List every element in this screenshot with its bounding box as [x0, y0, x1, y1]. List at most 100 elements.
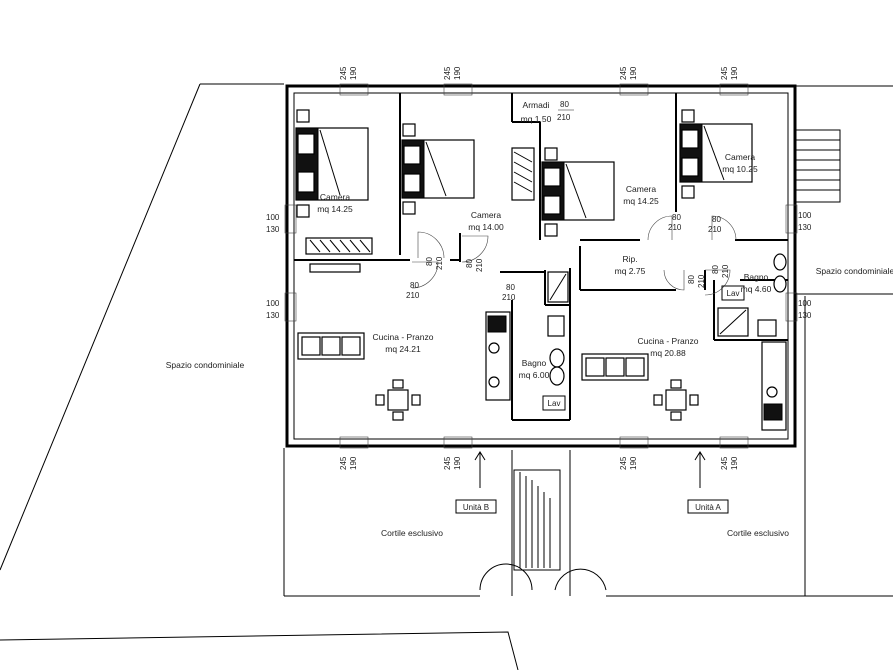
room-name-rip: Rip. — [622, 254, 637, 264]
dim-door-5: 80 210 — [668, 213, 682, 232]
room-name-camera-1: Camera — [320, 192, 351, 202]
svg-text:210: 210 — [697, 274, 706, 288]
lav-box-b — [542, 395, 566, 411]
svg-text:245: 245 — [720, 66, 729, 80]
site-boundary — [0, 83, 893, 670]
room-name-armadi: Armadi — [523, 100, 550, 110]
svg-text:245: 245 — [443, 66, 452, 80]
dim-door-1: 80 210 — [425, 256, 444, 270]
svg-text:245: 245 — [443, 456, 452, 470]
svg-text:130: 130 — [266, 225, 280, 234]
unit-a-box — [687, 499, 729, 514]
dim-left-2: 100 130 — [266, 299, 280, 320]
dim-left-1: 100 130 — [266, 213, 280, 234]
exterior-walls — [285, 84, 797, 448]
label-lav-b: Lav — [548, 399, 561, 408]
entry-arrows — [474, 451, 706, 488]
svg-text:245: 245 — [619, 456, 628, 470]
dim-bottom-2: 245 190 — [443, 456, 462, 470]
dim-door-7: 80 210 — [687, 274, 706, 288]
dim-door-6: 80 210 — [708, 215, 722, 234]
stairs — [479, 450, 607, 596]
label-cortile-b: Cortile esclusivo — [381, 528, 443, 538]
room-name-camera-3: Camera — [626, 184, 657, 194]
dim-door-armadi: 80 210 — [557, 100, 574, 122]
svg-text:190: 190 — [349, 66, 358, 80]
svg-text:190: 190 — [629, 66, 638, 80]
svg-text:80: 80 — [425, 257, 434, 266]
room-name-bagno-b: Bagno — [522, 358, 547, 368]
svg-text:80: 80 — [560, 100, 569, 109]
svg-text:190: 190 — [730, 66, 739, 80]
dim-right-2: 100 130 — [798, 299, 812, 320]
room-area-bagno-b: mq 6.00 — [519, 370, 550, 380]
dim-bottom-3: 245 190 — [619, 456, 638, 470]
svg-text:100: 100 — [266, 213, 280, 222]
room-area-camera-2: mq 14.00 — [468, 222, 504, 232]
svg-text:190: 190 — [349, 456, 358, 470]
bed-2 — [401, 123, 475, 215]
unit-b-box — [455, 499, 497, 514]
svg-text:210: 210 — [721, 264, 730, 278]
bed-4 — [679, 109, 753, 199]
room-area-camera-4: mq 10.25 — [722, 164, 758, 174]
room-area-camera-3: mq 14.25 — [623, 196, 659, 206]
svg-text:100: 100 — [798, 211, 812, 220]
svg-text:100: 100 — [266, 299, 280, 308]
label-lav-a: Lav — [727, 289, 740, 298]
svg-text:190: 190 — [453, 66, 462, 80]
lav-box-a — [721, 285, 745, 301]
dining-table-right — [653, 379, 699, 421]
svg-text:80: 80 — [687, 275, 696, 284]
svg-text:245: 245 — [619, 66, 628, 80]
terrace-steps — [795, 129, 841, 203]
svg-text:210: 210 — [406, 291, 420, 300]
wardrobe-left — [305, 237, 373, 273]
kitchen-left — [485, 311, 511, 401]
svg-text:190: 190 — [629, 456, 638, 470]
room-area-cucina-b: mq 24.21 — [385, 344, 421, 354]
svg-text:245: 245 — [339, 66, 348, 80]
svg-text:190: 190 — [730, 456, 739, 470]
dim-door-4: 80 210 — [502, 283, 516, 302]
dim-top-2: 245 190 — [443, 66, 462, 80]
svg-text:210: 210 — [708, 225, 722, 234]
svg-text:210: 210 — [668, 223, 682, 232]
room-area-rip: mq 2.75 — [615, 266, 646, 276]
bed-1 — [295, 109, 369, 218]
room-name-cucina-a: Cucina - Pranzo — [638, 336, 699, 346]
bed-3 — [541, 147, 615, 237]
sofa-left — [297, 332, 365, 360]
svg-text:80: 80 — [711, 265, 720, 274]
svg-text:210: 210 — [557, 113, 571, 122]
dim-door-3: 80 210 — [406, 281, 420, 300]
label-cortile-a: Cortile esclusivo — [727, 528, 789, 538]
room-name-cucina-b: Cucina - Pranzo — [373, 332, 434, 342]
room-name-camera-4: Camera — [725, 152, 756, 162]
svg-text:80: 80 — [712, 215, 721, 224]
svg-text:210: 210 — [475, 258, 484, 272]
dim-bottom-1: 245 190 — [339, 456, 358, 470]
label-spazio-condominiale-right: Spazio condominiale — [816, 266, 893, 276]
window-marks — [284, 83, 798, 449]
svg-text:80: 80 — [465, 259, 474, 268]
room-area-cucina-a: mq 20.88 — [650, 348, 686, 358]
sofa-right — [581, 353, 649, 381]
svg-text:245: 245 — [720, 456, 729, 470]
svg-text:130: 130 — [798, 223, 812, 232]
label-unit-a: Unità A — [695, 503, 721, 512]
label-spazio-condominiale-left: Spazio condominiale — [166, 360, 245, 370]
bath-b-fixtures — [547, 271, 569, 386]
svg-text:130: 130 — [798, 311, 812, 320]
svg-text:245: 245 — [339, 456, 348, 470]
wardrobe-armadi — [511, 147, 535, 201]
dim-door-2: 80 210 — [465, 258, 484, 272]
svg-text:210: 210 — [435, 256, 444, 270]
dim-top-1: 245 190 — [339, 66, 358, 80]
kitchen-right — [761, 341, 787, 431]
dim-bottom-4: 245 190 — [720, 456, 739, 470]
dining-table-left — [375, 379, 421, 421]
svg-text:100: 100 — [798, 299, 812, 308]
bath-a-fixtures — [717, 253, 787, 337]
